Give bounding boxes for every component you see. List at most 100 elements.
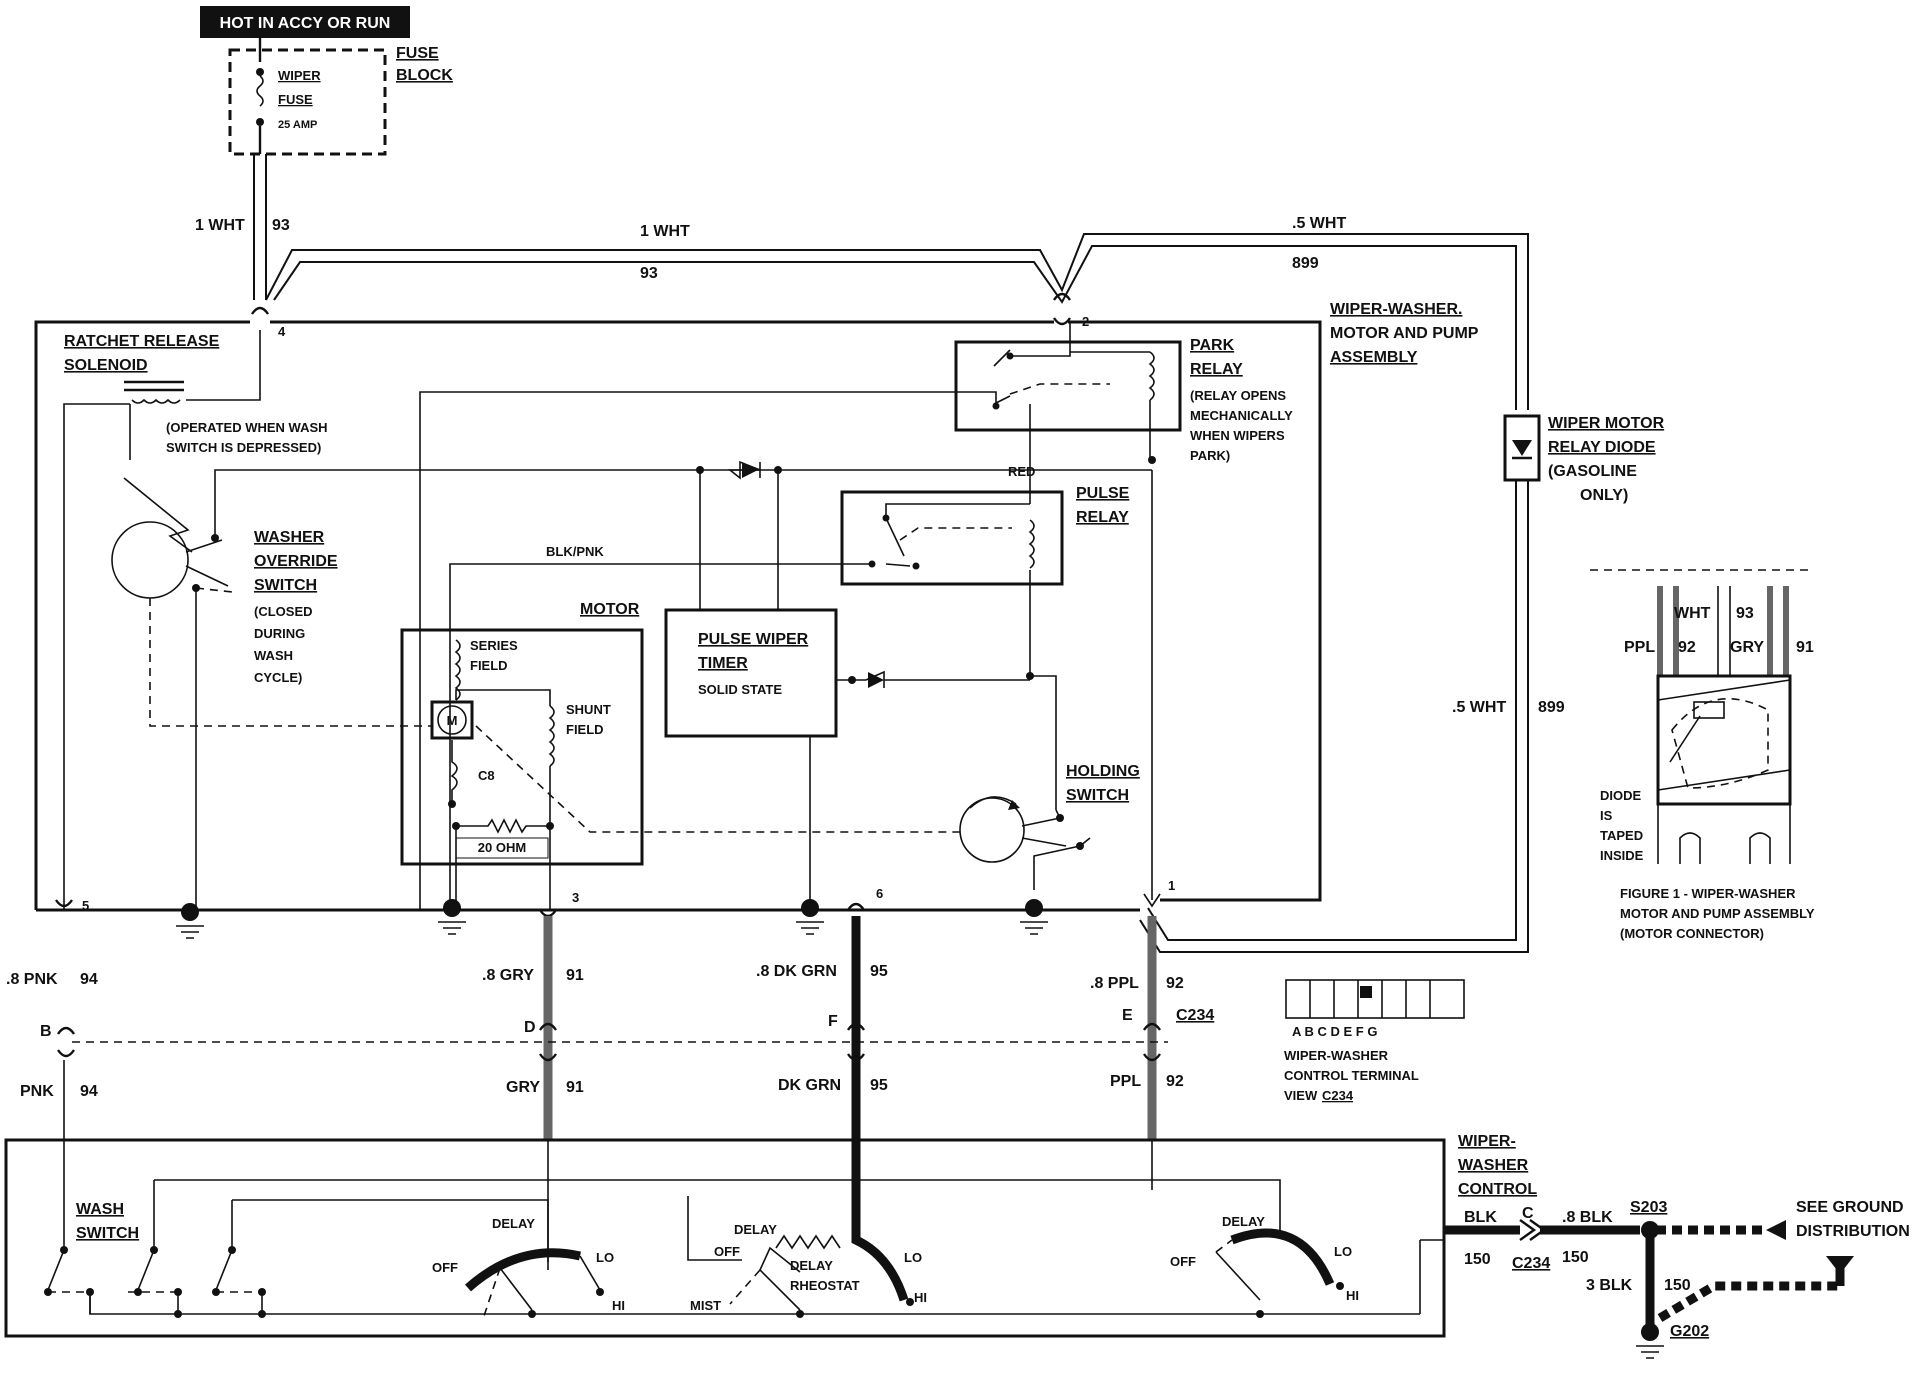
terminal-view-label-2: CONTROL TERMINAL: [1284, 1068, 1419, 1083]
terminal-b: B: [40, 1023, 52, 1040]
terminal-5: 5: [82, 898, 89, 913]
control-label-2: WASHER: [1458, 1157, 1529, 1174]
wire-ppl-top: .8 PPL: [1090, 975, 1139, 992]
park-relay-note-2: MECHANICALLY: [1190, 408, 1293, 423]
terminal-1: 1: [1168, 878, 1175, 893]
wire-pnk-bot-num: 94: [80, 1083, 98, 1100]
motor-series-1: SERIES: [470, 638, 518, 653]
switch2-rheo-1: DELAY: [790, 1258, 833, 1273]
washer-override-note-1: (CLOSED: [254, 604, 313, 619]
fuse-block-label-1: FUSE: [396, 45, 439, 62]
fig-92: 92: [1678, 639, 1696, 656]
wire-1wht-left: 1 WHT: [195, 217, 245, 234]
terminal-view-letters: A B C D E F G: [1292, 1024, 1377, 1039]
wire-gry-bot-num: 91: [566, 1079, 584, 1096]
ratchet-note-1: (OPERATED WHEN WASH: [166, 420, 328, 435]
motor: MOTOR SERIES FIELD M SHUNT FIELD C8 20 O…: [400, 601, 960, 918]
motor-shunt-2: FIELD: [566, 722, 604, 737]
terminal-d: D: [524, 1019, 536, 1036]
terminal-6: 6: [876, 886, 883, 901]
fig-gry: GRY: [1730, 639, 1764, 656]
wire-ppl-top-num: 92: [1166, 975, 1184, 992]
diode-note-1: (GASOLINE: [1548, 463, 1637, 480]
switch2-hi: HI: [914, 1290, 927, 1305]
switch3-off: OFF: [1170, 1254, 1196, 1269]
ratchet-note-2: SWITCH IS DEPRESSED): [166, 440, 321, 455]
assembly-label-2: MOTOR AND PUMP: [1330, 325, 1479, 342]
wire-dkgrn-bot: DK GRN: [778, 1077, 841, 1094]
wire-gry-top: .8 GRY: [482, 967, 534, 984]
fuse-rating: 25 AMP: [278, 119, 317, 131]
fuse-block: WIPER FUSE 25 AMP FUSE BLOCK: [228, 38, 453, 156]
switch1-delay: DELAY: [492, 1216, 535, 1231]
switch1-hi: HI: [612, 1298, 625, 1313]
fig-diode-3: TAPED: [1600, 828, 1643, 843]
timer-label-2: TIMER: [698, 655, 748, 672]
see-ground-2: DISTRIBUTION: [1796, 1223, 1910, 1240]
ratchet-label-2: SOLENOID: [64, 357, 148, 374]
control-label-3: CONTROL: [1458, 1181, 1537, 1198]
park-relay-label-2: RELAY: [1190, 361, 1243, 378]
wire-5wht-right: .5 WHT: [1452, 699, 1506, 716]
switch3-hi: HI: [1346, 1288, 1359, 1303]
terminal-2: 2: [1082, 314, 1089, 329]
motor-pump-assembly: WIPER-WASHER. MOTOR AND PUMP ASSEMBLY 4 …: [34, 292, 1479, 912]
wire-5wht-right-num: 899: [1538, 699, 1565, 716]
switch2-lo: LO: [904, 1250, 922, 1265]
washer-override-label-2: OVERRIDE: [254, 553, 338, 570]
terminal-3: 3: [572, 890, 579, 905]
wire-ppl-bot-num: 92: [1166, 1073, 1184, 1090]
switch2-delay: DELAY: [734, 1222, 777, 1237]
diode-label-2: RELAY DIODE: [1548, 439, 1656, 456]
fig-diode-2: IS: [1600, 808, 1613, 823]
washer-override-note-4: CYCLE): [254, 670, 302, 685]
park-relay-label-1: PARK: [1190, 337, 1235, 354]
fig-93: 93: [1736, 605, 1754, 622]
power-label: HOT IN ACCY OR RUN: [220, 15, 391, 32]
switch2-mist: MIST: [690, 1298, 721, 1313]
wire-dkgrn-top-num: 95: [870, 963, 888, 980]
holding-label-2: SWITCH: [1066, 787, 1129, 804]
washer-override-label-3: SWITCH: [254, 577, 317, 594]
wire-5wht-top: .5 WHT: [1292, 215, 1346, 232]
wire-blk-right-num: 150: [1562, 1249, 1589, 1266]
pulse-relay-label-1: PULSE: [1076, 485, 1130, 502]
holding-label-1: HOLDING: [1066, 763, 1140, 780]
wire-1wht-left-num: 93: [272, 217, 290, 234]
ratchet-release-solenoid: RATCHET RELEASE SOLENOID (OPERATED WHEN …: [55, 330, 328, 913]
wiper-washer-control: WIPER- WASHER CONTROL WASH SWITCH DELAY …: [4, 1060, 1537, 1338]
pulse-relay: PULSE RELAY RED BLK/PNK: [449, 464, 1130, 910]
wire-gry-top-num: 91: [566, 967, 584, 984]
power-source: HOT IN ACCY OR RUN: [200, 6, 410, 38]
holding-switch: HOLDING SWITCH 1: [959, 470, 1175, 908]
harness: .8 PNK 94 B PNK 94 .8 GRY 91 D GRY 91 .8…: [6, 916, 1214, 1140]
diode-note-2: ONLY): [1580, 487, 1628, 504]
top-wires: 1 WHT 93 1 WHT 93 .5 WHT 899 .5 WHT 899: [195, 154, 1565, 953]
terminal-view: A B C D E F G WIPER-WASHER CONTROL TERMI…: [1284, 979, 1465, 1103]
diode-label-1: WIPER MOTOR: [1548, 415, 1665, 432]
wire-blk-left-num: 150: [1464, 1251, 1491, 1268]
ratchet-label-1: RATCHET RELEASE: [64, 333, 220, 350]
wire-3blk-num: 150: [1664, 1277, 1691, 1294]
motor-title: MOTOR: [580, 601, 640, 618]
washer-override-switch: WASHER OVERRIDE SWITCH (CLOSED DURING WA…: [111, 469, 1152, 910]
internal-diode: [696, 456, 1156, 610]
terminal-f: F: [828, 1013, 838, 1030]
timer-label-1: PULSE WIPER: [698, 631, 809, 648]
splice-s203: S203: [1630, 1199, 1667, 1216]
wire-5wht-top-num: 899: [1292, 255, 1319, 272]
park-relay-note-1: (RELAY OPENS: [1190, 388, 1286, 403]
switch1-lo: LO: [596, 1250, 614, 1265]
switch2-off: OFF: [714, 1244, 740, 1259]
motor-series-2: FIELD: [470, 658, 508, 673]
washer-override-note-3: WASH: [254, 648, 293, 663]
wire-blkpnk: BLK/PNK: [546, 544, 604, 559]
switch1-off: OFF: [432, 1260, 458, 1275]
control-label-1: WIPER-: [1458, 1133, 1516, 1150]
fuse-name-2: FUSE: [278, 92, 313, 107]
terminal-4: 4: [278, 324, 286, 339]
fig-ppl: PPL: [1624, 639, 1655, 656]
terminal-view-label-3b: C234: [1322, 1088, 1354, 1103]
see-ground-1: SEE GROUND: [1796, 1199, 1904, 1216]
